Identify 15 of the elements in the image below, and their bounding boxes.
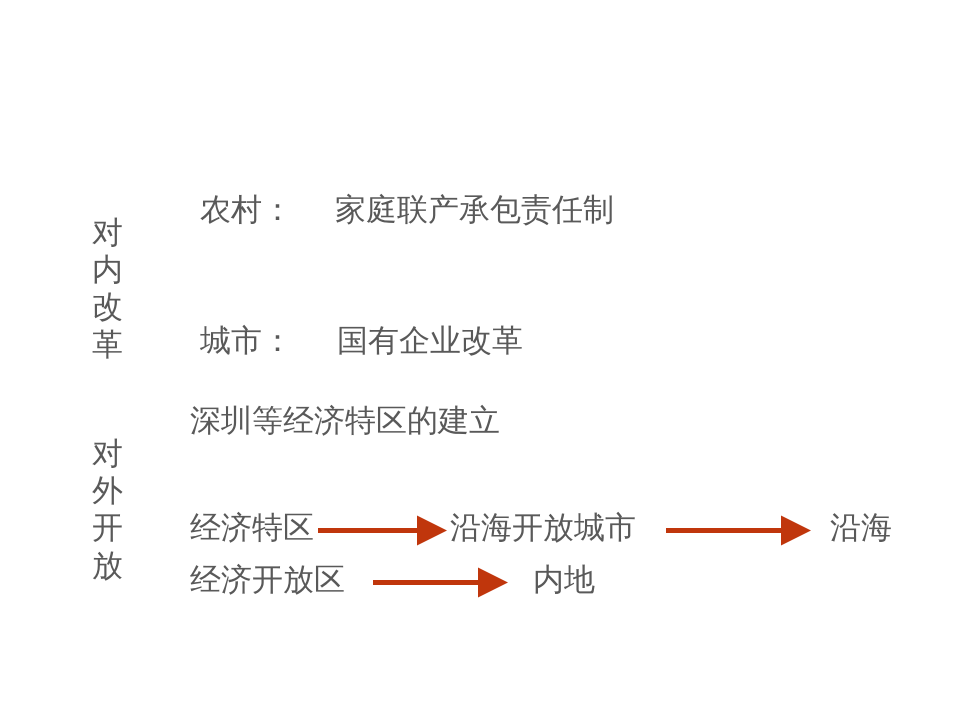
flow-text: 沿海 bbox=[830, 513, 892, 544]
vertical-heading: 对内改革 bbox=[92, 215, 123, 364]
arrow bbox=[666, 516, 811, 546]
flow-text: 沿海开放城市 bbox=[450, 513, 636, 544]
text-label: 深圳等经济特区的建立 bbox=[190, 406, 500, 437]
text-label: 农村： bbox=[200, 195, 293, 226]
text-label: 国有企业改革 bbox=[337, 326, 523, 357]
vertical-heading: 对外开放 bbox=[92, 436, 123, 585]
arrow bbox=[318, 516, 447, 546]
text-label: 家庭联产承包责任制 bbox=[335, 195, 614, 226]
flow-text: 内地 bbox=[533, 565, 595, 596]
flow-text: 经济特区 bbox=[190, 513, 314, 544]
arrow bbox=[373, 568, 508, 598]
flow-text: 经济开放区 bbox=[190, 565, 345, 596]
text-label: 城市： bbox=[200, 326, 293, 357]
